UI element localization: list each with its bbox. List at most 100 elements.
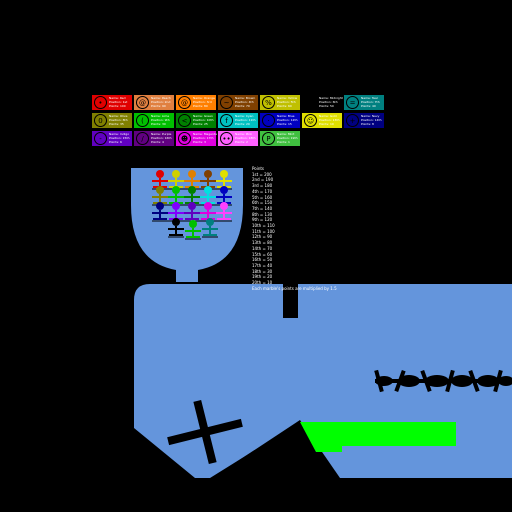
legend-line: Position: 1st xyxy=(109,100,128,104)
legend-line: Position: 15th xyxy=(109,136,130,140)
points-line: 10th = 110 xyxy=(252,223,275,229)
racer-badge-glyph: = xyxy=(349,99,356,107)
legend-line: Name: Cyan xyxy=(235,114,254,118)
racer-badge-glyph: f xyxy=(225,117,228,125)
racer-badge-icon: ☻ xyxy=(178,132,191,145)
legend-line: Position: 11th xyxy=(235,118,256,122)
spinner-chain xyxy=(374,369,512,393)
points-line: 11th = 100 xyxy=(252,228,275,234)
points-line: 3rd = 180 xyxy=(252,183,273,189)
legend-line: Name: Mint xyxy=(277,132,295,136)
racer-badge-glyph: - xyxy=(99,135,102,143)
legend-line: Name: Peach xyxy=(151,96,171,100)
legend-line: Name: Magenta xyxy=(193,132,217,136)
racer-badge-icon: ~ xyxy=(220,96,233,109)
legend-line: Position: 4th xyxy=(235,100,254,104)
legend-line: Position: 17th xyxy=(193,136,214,140)
points-footer: Each marble's points are multiplied by 1… xyxy=(252,285,337,291)
legend-line: Points: 1 xyxy=(277,140,290,144)
racer-badge-glyph: @ xyxy=(181,99,188,107)
legend-line: Points: 25 xyxy=(193,122,208,126)
legend-line: Position: 18th xyxy=(235,136,256,140)
legend-line: Position: 12th xyxy=(277,118,298,122)
legend-line: Points: 60 xyxy=(277,104,292,108)
points-line: 8th = 130 xyxy=(252,211,273,217)
racer-badge-glyph: ( xyxy=(141,117,144,125)
points-line: 2nd = 190 xyxy=(252,177,274,183)
points-line: 19th = 20 xyxy=(252,274,273,280)
racer-badge-icon: ☺ xyxy=(304,114,317,127)
racer-group xyxy=(152,170,232,240)
points-line: 1st = 200 xyxy=(252,171,272,177)
points-line: 9th = 120 xyxy=(252,217,273,223)
finish-zone xyxy=(300,422,456,452)
racer-figure xyxy=(152,170,168,190)
racer-badge-glyph: •• xyxy=(222,135,231,143)
racer-badge-icon: @ xyxy=(178,96,191,109)
racer-badge-icon: / xyxy=(136,132,149,145)
racer-badge-glyph: 0 xyxy=(98,117,103,125)
racer-badge-icon: % xyxy=(262,96,275,109)
legend-line: Points: 30 xyxy=(151,122,166,126)
points-line: 4th = 170 xyxy=(252,188,273,194)
legend-line: Name: Red xyxy=(109,96,126,100)
points-line: 16th = 50 xyxy=(252,257,273,263)
racer-figure xyxy=(168,218,184,238)
racer-badge-icon: f xyxy=(220,114,233,127)
legend-line: Position: 3rd xyxy=(193,100,212,104)
legend-line: Position: 9th xyxy=(151,118,170,122)
racer-badge-glyph: ☺ xyxy=(306,117,315,125)
points-line: 13th = 80 xyxy=(252,240,273,246)
points-line: 12th = 90 xyxy=(252,234,273,240)
racer-badge-glyph: % xyxy=(265,99,272,107)
points-line: 18th = 30 xyxy=(252,268,273,274)
legend-line: Position: 5th xyxy=(277,100,296,104)
legend-line: Points: 2 xyxy=(235,140,248,144)
points-line: 7th = 140 xyxy=(252,205,273,211)
legend-line: Name: Indigo xyxy=(109,132,130,136)
racer-figure xyxy=(202,218,218,238)
legend-line: Points: 3 xyxy=(193,140,206,144)
funnel-neck xyxy=(176,270,198,278)
racer-badge-glyph: + xyxy=(349,117,356,125)
racer-badge-glyph: · xyxy=(267,117,270,125)
legend-line: Points: 4 xyxy=(151,140,164,144)
legend-line: Points: 15 xyxy=(277,122,292,126)
racer-badge-icon: ( xyxy=(136,114,149,127)
racer-badge-glyph: ~ xyxy=(223,99,230,107)
legend-line: Position: 10th xyxy=(193,118,214,122)
racer-figure xyxy=(185,220,201,240)
legend-line: Points: 50 xyxy=(319,104,334,108)
racer-badge-glyph xyxy=(305,97,316,108)
points-line: 14th = 70 xyxy=(252,245,273,251)
points-line: 15th = 60 xyxy=(252,251,273,257)
racer-badge-icon: + xyxy=(346,114,359,127)
legend-line: Points: 20 xyxy=(235,122,250,126)
racer-figure xyxy=(152,202,168,222)
racer-badge-icon: < xyxy=(178,114,191,127)
